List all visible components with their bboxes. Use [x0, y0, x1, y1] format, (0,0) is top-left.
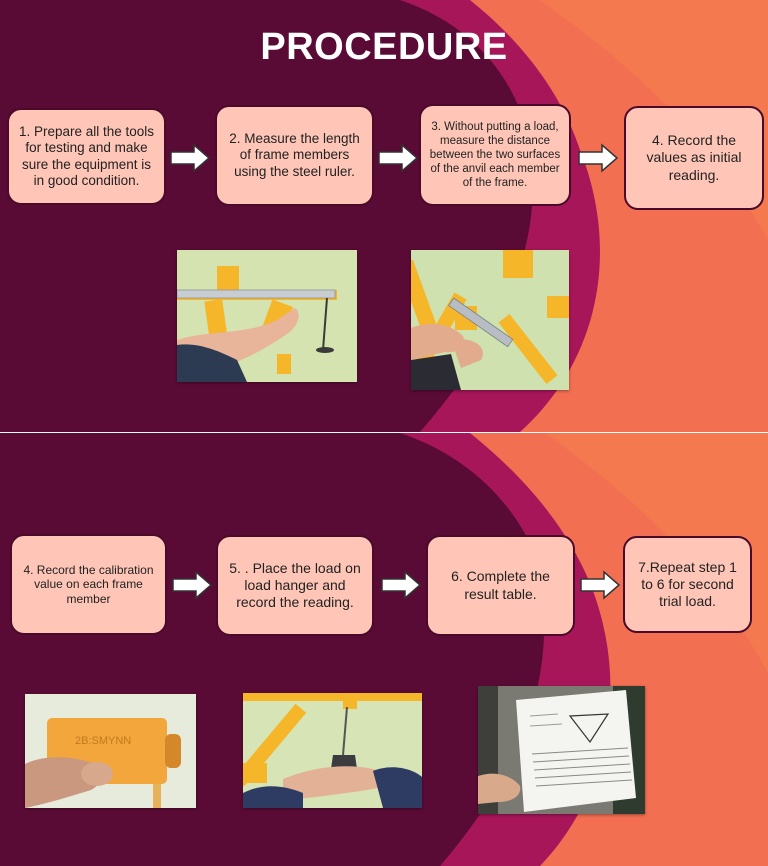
step-box-3: 3. Without putting a load, measure the d…: [419, 104, 571, 206]
step-box-4: 4. Record the values as initial reading.: [624, 106, 764, 210]
page-title: PROCEDURE: [260, 26, 508, 68]
step-box-1: 1. Prepare all the tools for testing and…: [7, 108, 166, 205]
photo-calibration-label: 2B:SMYNN: [25, 694, 196, 808]
right-arrow-icon: [172, 570, 212, 600]
slide-procedure-top: PROCEDURE 1. Prepare all the tools for t…: [0, 0, 768, 432]
photo-place-load: [243, 693, 422, 808]
step-box-7: 7.Repeat step 1 to 6 for second trial lo…: [623, 536, 752, 633]
right-arrow-icon: [170, 143, 210, 173]
step-box-4b: 4. Record the calibration value on each …: [10, 534, 167, 635]
slide-divider: [0, 432, 768, 433]
right-arrow-icon: [578, 143, 618, 173]
photo-ruler-measurement: [177, 250, 357, 382]
slide-procedure-bottom: 4. Record the calibration value on each …: [0, 433, 768, 866]
right-arrow-icon: [381, 570, 421, 600]
photo-result-table: [478, 686, 645, 814]
step-box-2: 2. Measure the length of frame members u…: [215, 105, 374, 206]
right-arrow-icon: [580, 570, 620, 600]
calibration-etched-text: 2B:SMYNN: [75, 735, 131, 747]
right-arrow-icon: [378, 143, 418, 173]
step-box-6: 6. Complete the result table.: [426, 535, 575, 636]
photo-caliper-measurement: [411, 250, 569, 390]
step-box-5: 5. . Place the load on load hanger and r…: [216, 535, 374, 636]
